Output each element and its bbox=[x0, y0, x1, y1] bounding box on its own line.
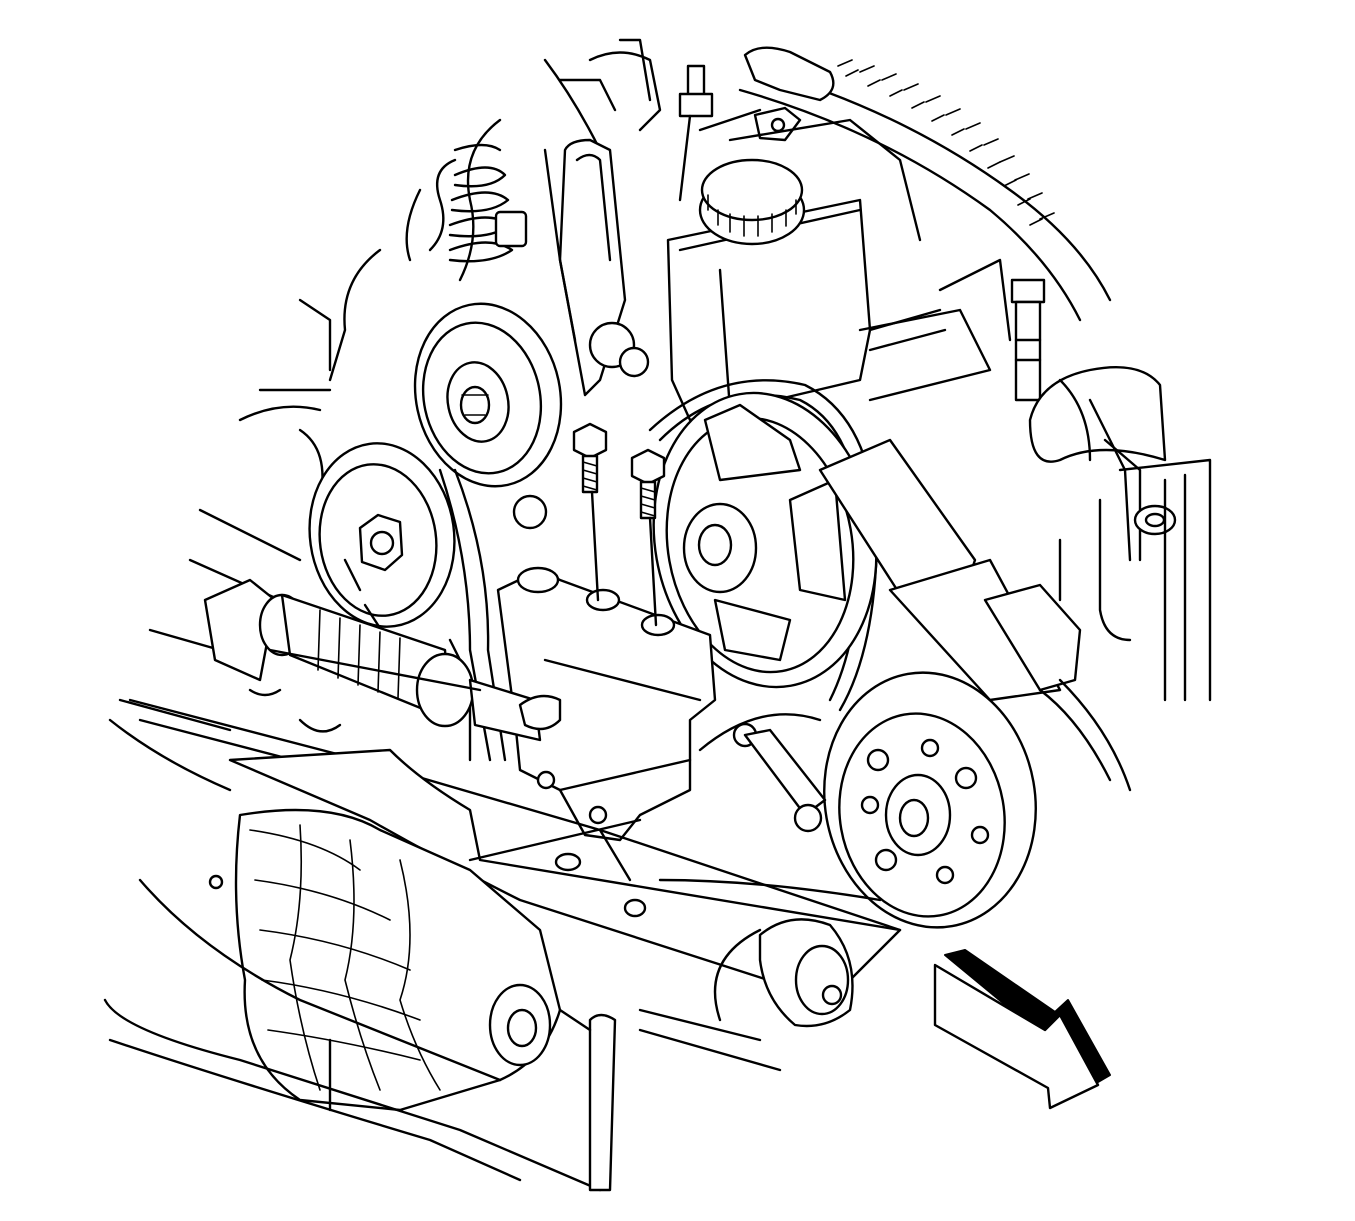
mount-brace bbox=[818, 438, 1132, 792]
bracket bbox=[496, 566, 717, 842]
engine-fins bbox=[738, 59, 1112, 322]
radiator-edge bbox=[1118, 458, 1212, 702]
water-pump-pulley bbox=[652, 391, 878, 689]
frame-rails bbox=[103, 878, 782, 1192]
filler-cap-icon bbox=[698, 158, 806, 246]
bolt-icon bbox=[630, 448, 666, 627]
crankshaft-pulley bbox=[823, 671, 1037, 929]
tie-rod bbox=[203, 578, 562, 742]
bolt-icon bbox=[572, 422, 608, 602]
reservoir bbox=[666, 198, 1012, 422]
lower-hose bbox=[208, 808, 562, 1112]
direction-arrow-icon bbox=[933, 949, 1111, 1110]
tensioner-pulley bbox=[308, 442, 548, 628]
subframe bbox=[128, 698, 902, 1002]
sensor-rod bbox=[1010, 278, 1046, 402]
control-arm-bushing bbox=[713, 918, 854, 1028]
pump-bracket bbox=[494, 138, 650, 397]
idler-pulley-upper bbox=[413, 302, 563, 488]
link-bracket bbox=[698, 713, 827, 833]
top-fittings bbox=[678, 46, 922, 242]
background-components bbox=[108, 38, 662, 792]
